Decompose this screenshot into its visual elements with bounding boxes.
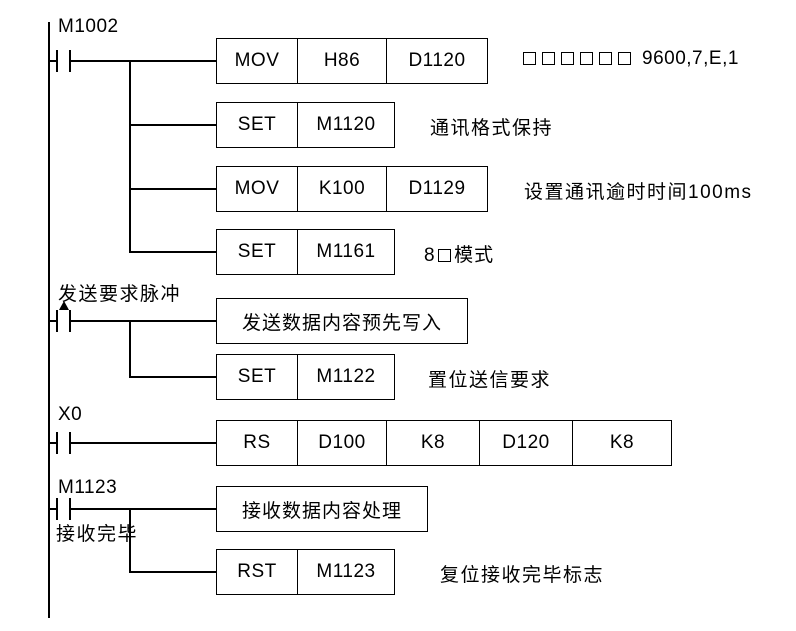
wire-branch-to-box-1-3	[129, 188, 217, 190]
rung2-contact-label: 发送要求脉冲	[58, 284, 182, 305]
cell-text: 发送数据内容预先写入	[241, 312, 442, 334]
wire-branch-to-box-1-1	[129, 60, 217, 62]
comment-row-4-2: 复位接收完毕标志	[440, 565, 605, 586]
rung4-contact-label-secondary: 接收完毕	[56, 524, 139, 545]
instruction-box-send-data-preload[interactable]: 发送数据内容预先写入	[216, 298, 468, 344]
comment-prefix: 8	[424, 245, 436, 266]
wire-rail-to-contact-2	[48, 320, 58, 322]
cell-operand-1: M1123	[297, 550, 394, 594]
placeholder-box-icon	[561, 52, 574, 66]
cell-operand-1: H86	[297, 39, 386, 83]
cell-operand-2: K8	[386, 421, 479, 465]
wire-contact-to-branch-4	[69, 508, 130, 510]
cell-opcode: MOV	[234, 178, 280, 199]
cell-operand-1: M1120	[297, 103, 394, 147]
instruction-box-rs[interactable]: RS D100 K8 D120 K8	[216, 420, 672, 466]
rung1-contact-label: M1002	[58, 16, 119, 37]
comment-row-2-2: 置位送信要求	[428, 370, 552, 391]
cell-opcode: RST	[237, 561, 277, 582]
rung4-contact-label: M1123	[58, 477, 118, 498]
placeholder-box-icon	[580, 52, 593, 66]
cell-operand-1: D100	[297, 421, 386, 465]
rung3-contact-label: X0	[58, 404, 83, 425]
wire-branch-to-box-2-1	[129, 320, 217, 322]
branch-bus-2	[129, 320, 131, 377]
cell-opcode: SET	[237, 241, 277, 262]
instruction-box-set-m1122[interactable]: SET M1122	[216, 354, 395, 400]
wire-contact-to-branch-2	[69, 320, 130, 322]
comment-row-1-4: 8 模式	[424, 240, 494, 267]
wire-rail-to-contact-3	[48, 442, 58, 444]
instruction-box-set-m1120[interactable]: SET M1120	[216, 102, 395, 148]
cell-operand-1: K100	[297, 167, 386, 211]
cell-opcode: RS	[243, 432, 271, 453]
placeholder-box-icon	[542, 52, 555, 66]
placeholder-box-icon	[523, 52, 536, 66]
cell-operand-2: D1129	[386, 167, 487, 211]
wire-branch-to-box-4-1	[129, 508, 217, 510]
cell-operand-1: M1122	[297, 355, 394, 399]
cell-operand-4: K8	[572, 421, 671, 465]
cell-opcode: SET	[237, 366, 277, 387]
cell-opcode: MOV	[234, 50, 280, 71]
branch-bus-1	[129, 60, 131, 253]
cell-operand-1: M1161	[297, 230, 394, 274]
comment-text: 9600,7,E,1	[642, 48, 739, 69]
cell-operand-2: D1120	[386, 39, 487, 83]
wire-branch-to-box-4-2	[129, 571, 217, 573]
wire-contact-to-box-3	[69, 442, 217, 444]
wire-branch-to-box-1-4	[129, 251, 217, 253]
cell-operand-3: D120	[479, 421, 572, 465]
placeholder-box-icon	[618, 52, 631, 66]
placeholder-box-icon	[599, 52, 612, 66]
cell-text: 接收数据内容处理	[241, 500, 402, 522]
comment-row-1-1: 9600,7,E,1	[520, 48, 739, 70]
instruction-box-receive-data-process[interactable]: 接收数据内容处理	[216, 486, 428, 532]
branch-bus-4	[129, 508, 131, 572]
rising-edge-arrow-icon	[59, 301, 69, 310]
wire-branch-to-box-2-2	[129, 376, 217, 378]
comment-suffix: 模式	[454, 245, 495, 266]
instruction-box-mov-k100[interactable]: MOV K100 D1129	[216, 166, 488, 212]
wire-branch-to-box-1-2	[129, 124, 217, 126]
cell-opcode: SET	[237, 114, 277, 135]
placeholder-box-icon	[438, 249, 452, 263]
instruction-box-mov-h86[interactable]: MOV H86 D1120	[216, 38, 488, 84]
instruction-box-set-m1161[interactable]: SET M1161	[216, 229, 395, 275]
comment-row-1-3: 设置通讯逾时时间100ms	[524, 182, 753, 203]
comment-row-1-2: 通讯格式保持	[430, 118, 554, 139]
wire-rail-to-contact-4	[48, 508, 58, 510]
wire-contact-to-branch-1	[69, 60, 130, 62]
wire-rail-to-contact-1	[48, 60, 58, 62]
instruction-box-rst-m1123[interactable]: RST M1123	[216, 549, 395, 595]
